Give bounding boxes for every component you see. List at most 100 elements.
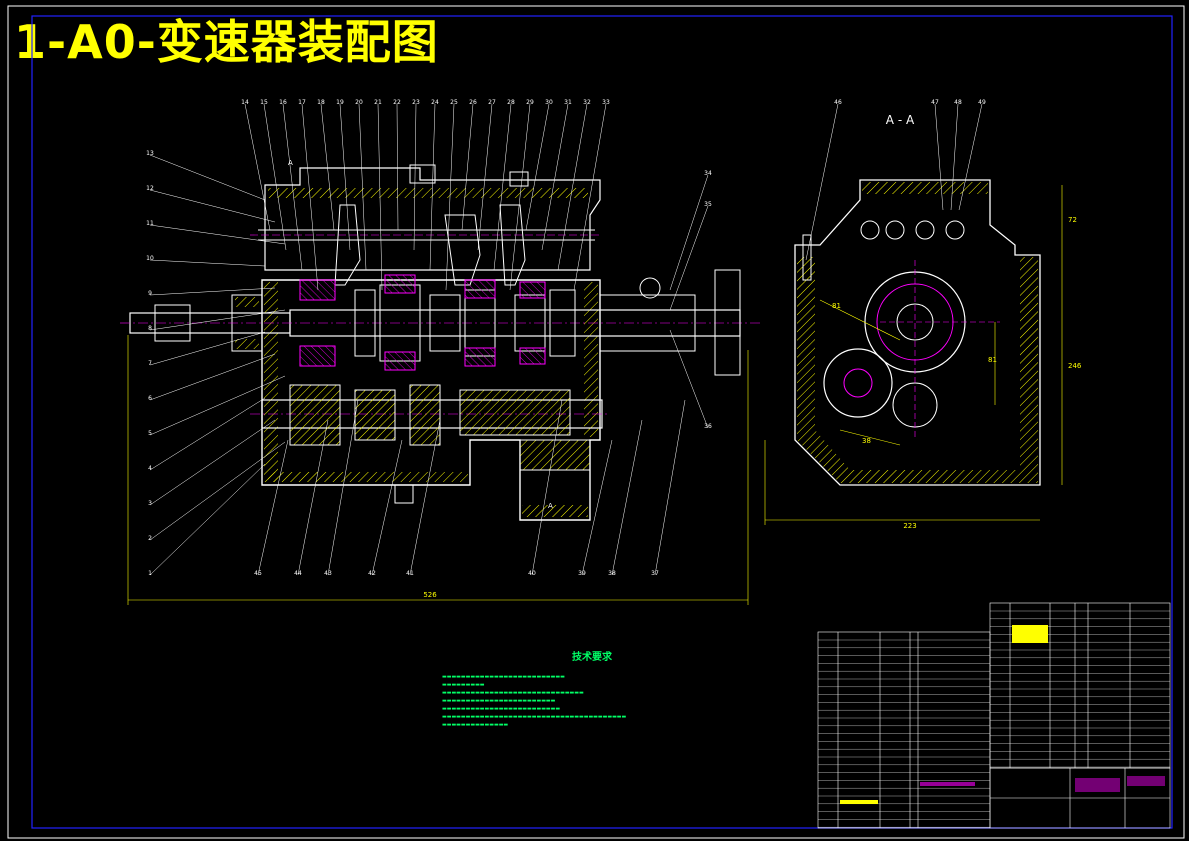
gear <box>429 294 461 352</box>
housing-wall-hatch <box>268 472 468 482</box>
parts-list-rows <box>818 610 1170 828</box>
leader-line <box>493 103 512 271</box>
counter-gear <box>459 389 571 436</box>
part-number: 3 <box>148 500 152 507</box>
svg-text:A: A <box>288 159 293 167</box>
part-number: 43 <box>324 570 332 577</box>
leader-line <box>654 399 686 576</box>
counter-gear-bore <box>843 368 873 398</box>
part-number: 41 <box>406 570 414 577</box>
breather <box>509 171 529 187</box>
svg-text:A: A <box>548 502 553 510</box>
leader-line <box>958 103 983 211</box>
leader-line <box>669 174 709 291</box>
shift-cover-hatch <box>268 188 588 198</box>
part-number: 27 <box>488 99 496 106</box>
leader-line <box>669 329 709 429</box>
part-number: 38 <box>608 570 616 577</box>
part-number: 22 <box>393 99 401 106</box>
counter-gear <box>354 389 396 441</box>
parts-list-entry <box>840 800 878 804</box>
main-gear-bore <box>896 303 934 341</box>
section-housing <box>794 179 1041 486</box>
section-a-a-view: A - A 223 246 72 81 81 38 <box>764 113 1082 530</box>
part-number: 39 <box>578 570 586 577</box>
part-number: 19 <box>336 99 344 106</box>
technical-requirements-line: ▬▬▬▬▬▬▬▬▬▬▬▬▬▬▬▬▬▬▬▬▬▬▬▬▬▬ <box>442 674 565 680</box>
leader-line <box>429 103 436 271</box>
technical-requirements-heading: 技术要求 <box>572 652 612 663</box>
part-number: 7 <box>148 360 152 367</box>
leader-line <box>320 103 335 231</box>
leader-line <box>149 419 276 506</box>
leader-line <box>581 439 613 576</box>
center-dimension-2: 81 <box>988 356 997 364</box>
part-number: 34 <box>704 170 712 177</box>
part-number: 16 <box>279 99 287 106</box>
shift-fork <box>499 204 526 286</box>
parts-list-entry <box>1127 776 1165 786</box>
leader-line <box>149 353 276 401</box>
part-number: 12 <box>146 185 154 192</box>
section-top-hatch <box>862 182 988 194</box>
leader-line <box>525 103 550 231</box>
part-number: 45 <box>254 570 262 577</box>
part-number: 36 <box>704 423 712 430</box>
leader-line <box>149 397 266 471</box>
technical-requirements: 技术要求 ▬▬▬▬▬▬▬▬▬▬▬▬▬▬▬▬▬▬▬▬▬▬▬▬▬▬ ▬▬▬▬▬▬▬▬… <box>442 648 742 729</box>
leader-line <box>805 103 839 261</box>
counter-gear <box>289 384 341 446</box>
part-number: 29 <box>526 99 534 106</box>
rail-hole <box>860 220 880 240</box>
main-gear-inner <box>876 283 954 361</box>
part-number: 9 <box>148 290 152 297</box>
technical-requirements-line: ▬▬▬▬▬▬▬▬▬▬▬▬▬▬▬▬▬▬▬▬▬▬▬▬▬▬▬▬▬▬▬▬▬▬▬▬▬▬▬ <box>442 714 627 720</box>
part-number: 44 <box>294 570 302 577</box>
housing-wall-hatch <box>584 282 598 437</box>
synchronizer <box>464 347 496 367</box>
leader-line <box>149 309 286 331</box>
part-number: 35 <box>704 201 712 208</box>
leader-line <box>669 205 709 311</box>
leader-line <box>377 103 383 291</box>
leader-line <box>149 375 286 436</box>
leader-line <box>531 399 563 576</box>
leader-line <box>149 154 266 201</box>
part-number: 28 <box>507 99 515 106</box>
speedometer-gear <box>639 277 661 299</box>
part-number: 46 <box>834 99 842 106</box>
part-number: 33 <box>602 99 610 106</box>
part-number: 13 <box>146 150 154 157</box>
part-number: 21 <box>374 99 382 106</box>
synchronizer <box>464 279 496 299</box>
leader-line <box>371 439 403 576</box>
leader-line <box>477 103 493 251</box>
title-block <box>817 602 1171 829</box>
leader-line <box>445 103 455 291</box>
drawing-title: 1-A0-变速器装配图 <box>14 15 439 69</box>
outer-frame <box>7 5 1185 839</box>
part-number: 48 <box>954 99 962 106</box>
leader-line <box>301 103 319 291</box>
counter-gear <box>409 384 441 446</box>
housing-wall-hatch <box>522 505 588 517</box>
leader-line <box>409 419 441 576</box>
leader-line <box>149 441 286 541</box>
overall-length-dimension: 526 <box>423 591 437 599</box>
technical-requirements-line: ▬▬▬▬▬▬▬▬▬▬▬▬▬▬▬▬▬▬▬▬▬▬▬▬ <box>442 698 556 704</box>
counter-gear-section <box>823 348 893 418</box>
part-number: 15 <box>260 99 268 106</box>
technical-requirements-line: ▬▬▬▬▬▬▬▬▬▬▬▬▬▬▬▬▬▬▬▬▬▬▬▬▬ <box>442 706 561 712</box>
section-bolt <box>802 234 812 281</box>
part-number: 6 <box>148 395 152 402</box>
leader-line <box>327 399 359 576</box>
leader-line <box>149 224 286 245</box>
main-section-view: A A 526 <box>120 159 760 605</box>
section-width-dimension: 223 <box>903 522 916 530</box>
technical-requirements-line: ▬▬▬▬▬▬▬▬▬▬▬▬▬▬ <box>442 722 509 728</box>
leader-line <box>263 103 287 251</box>
section-label: A - A <box>886 113 915 127</box>
leader-line <box>461 103 474 231</box>
leader-line <box>339 103 351 251</box>
leader-line <box>257 439 289 576</box>
